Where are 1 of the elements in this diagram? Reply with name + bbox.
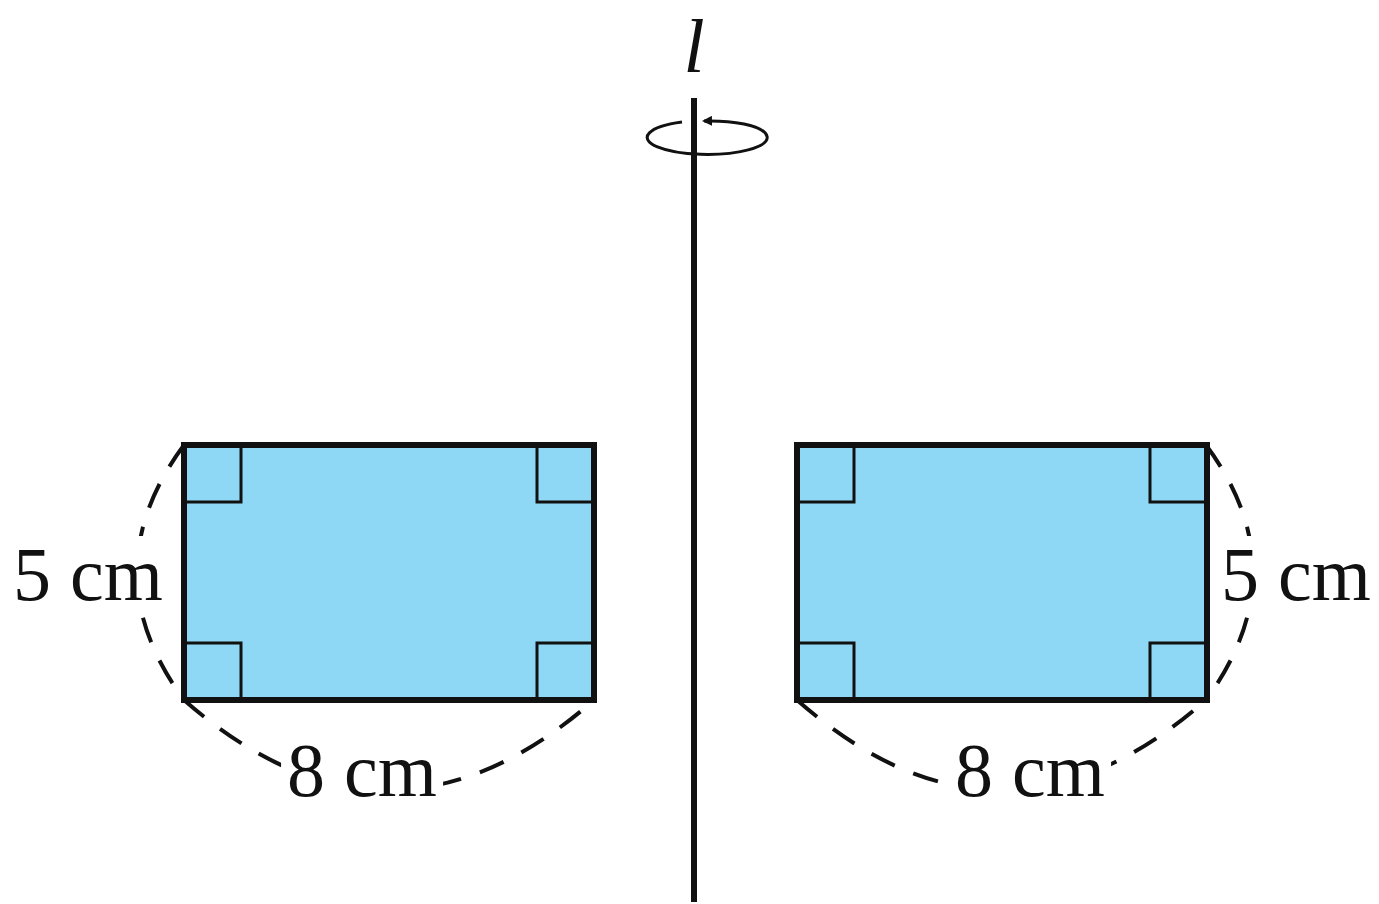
axis-label: l xyxy=(682,8,706,84)
